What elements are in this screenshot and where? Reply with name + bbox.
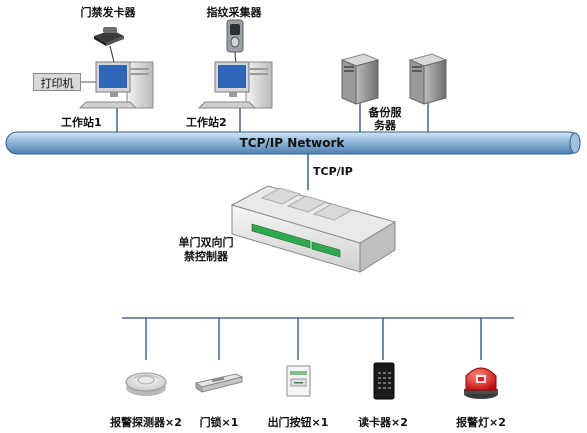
network-bus-label: TCP/IP Network [239,136,345,150]
card-issuer-device-icon [94,27,124,63]
workstation-1 [78,61,154,109]
fingerprint-collector-label: 指纹采集器 [206,6,262,19]
top-connections [116,102,429,190]
uplink-label: TCP/IP [313,165,353,178]
alarm-light-label: 报警灯×2 [456,416,506,429]
printer-icon: 打印机 [33,73,81,91]
exit-button-icon [286,365,311,397]
fingerprint-collector-icon [226,19,244,63]
alarm-light-icon [464,367,498,399]
card-issuer-label: 门禁发卡器 [80,6,136,19]
tcpip-network-bus [5,131,581,155]
backup-server-1 [340,53,380,105]
controller-label-line2: 禁控制器 [184,250,228,263]
door-lock-icon [194,373,244,393]
workstation-2-label: 工作站2 [186,116,227,129]
backup-server-label-line2: 务器 [374,119,396,132]
printer-label: 打印机 [40,77,74,90]
backup-server-2 [408,53,448,105]
alarm-detector-icon [125,372,167,396]
door-lock-label: 门锁×1 [199,416,239,429]
workstation-2 [197,61,273,109]
exit-button-label: 出门按钮×1 [267,416,329,429]
alarm-detector-label: 报警探测器×2 [110,416,182,429]
bottom-connections [122,317,514,360]
card-reader-label: 读卡器×2 [358,416,408,429]
door-controller-device [230,185,397,273]
card-reader-icon [373,362,395,400]
backup-server-label-line1: 备份服 [368,106,402,119]
workstation-1-label: 工作站1 [61,116,102,129]
controller-label-line1: 单门双向门 [178,236,234,249]
